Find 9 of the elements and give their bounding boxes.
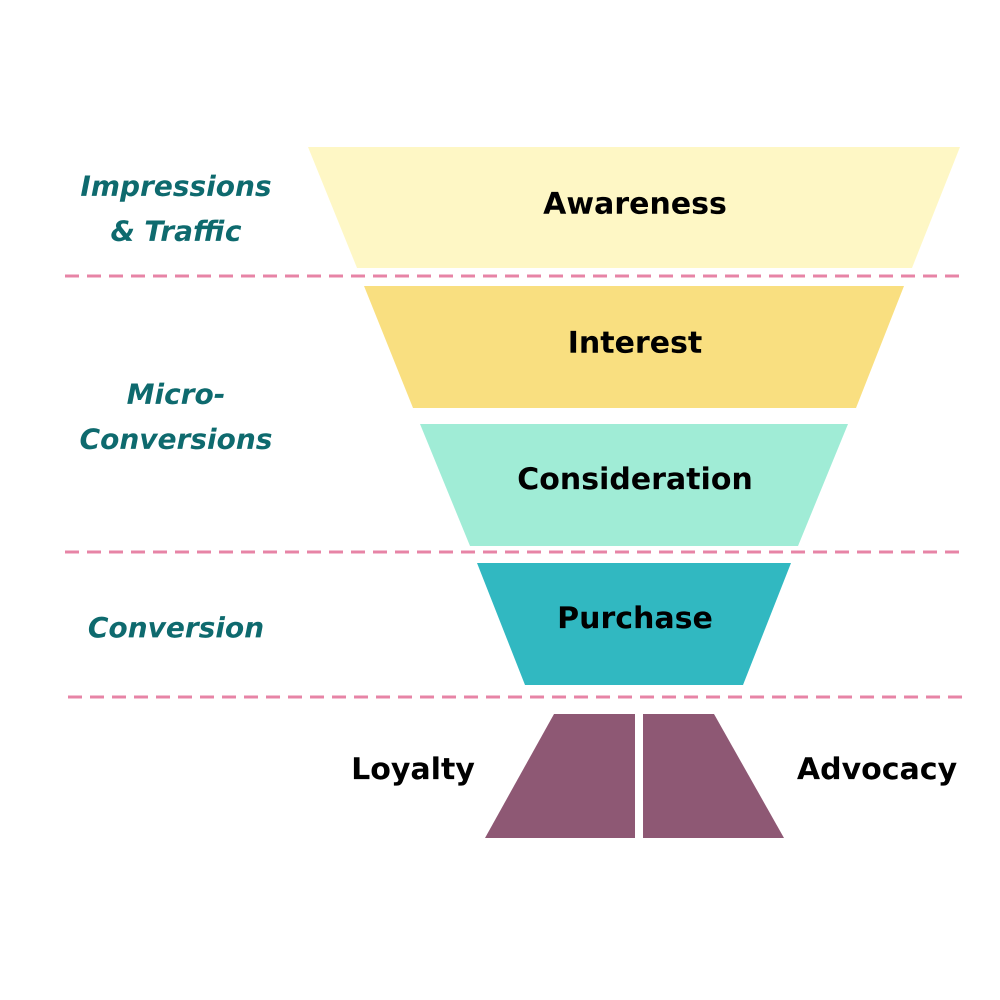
section-label: Impressions & Traffic <box>81 174 271 242</box>
section-label: Micro- Conversions <box>80 382 272 450</box>
funnel-stage: Consideration <box>420 424 848 546</box>
funnel-stage: Awareness <box>308 146 960 268</box>
stage-label: Advocacy <box>797 756 957 786</box>
section-label: Conversion <box>88 616 262 638</box>
stage-label: Loyalty <box>354 756 474 786</box>
funnel-stage: Purchase <box>477 563 792 685</box>
funnel-stage: Interest <box>364 286 904 408</box>
